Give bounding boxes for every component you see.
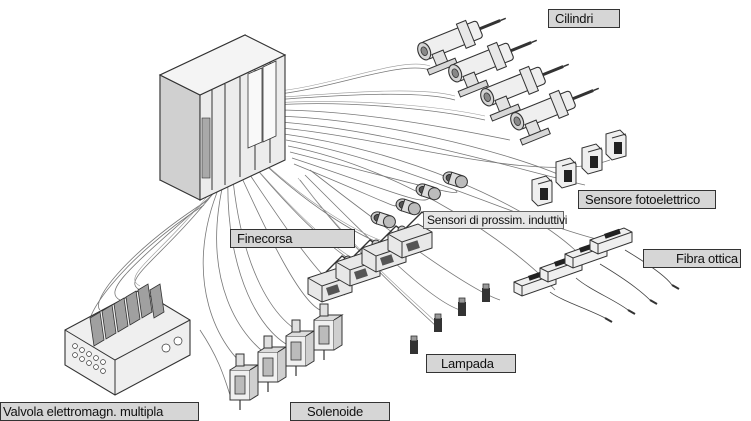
valve-manifold (65, 284, 190, 395)
label-fibra-ottica: Fibra ottica (643, 249, 741, 268)
label-solenoide: Solenoide (290, 402, 390, 421)
lamps-group (410, 284, 490, 354)
label-sensori-prossimita: Sensori di prossim. induttivi (423, 211, 564, 229)
solenoids-group (230, 304, 342, 410)
label-cilindri: Cilindri (548, 9, 620, 28)
label-lampada: Lampada (426, 354, 516, 373)
limit-switches-group (308, 212, 432, 302)
label-sensore-fotoelettrico: Sensore fotoelettrico (578, 190, 716, 209)
fiber-optic-group (514, 228, 679, 322)
label-finecorsa: Finecorsa (230, 229, 355, 248)
plc-controller (160, 35, 285, 200)
label-valvola: Valvola elettromagn. multipla (0, 402, 199, 421)
